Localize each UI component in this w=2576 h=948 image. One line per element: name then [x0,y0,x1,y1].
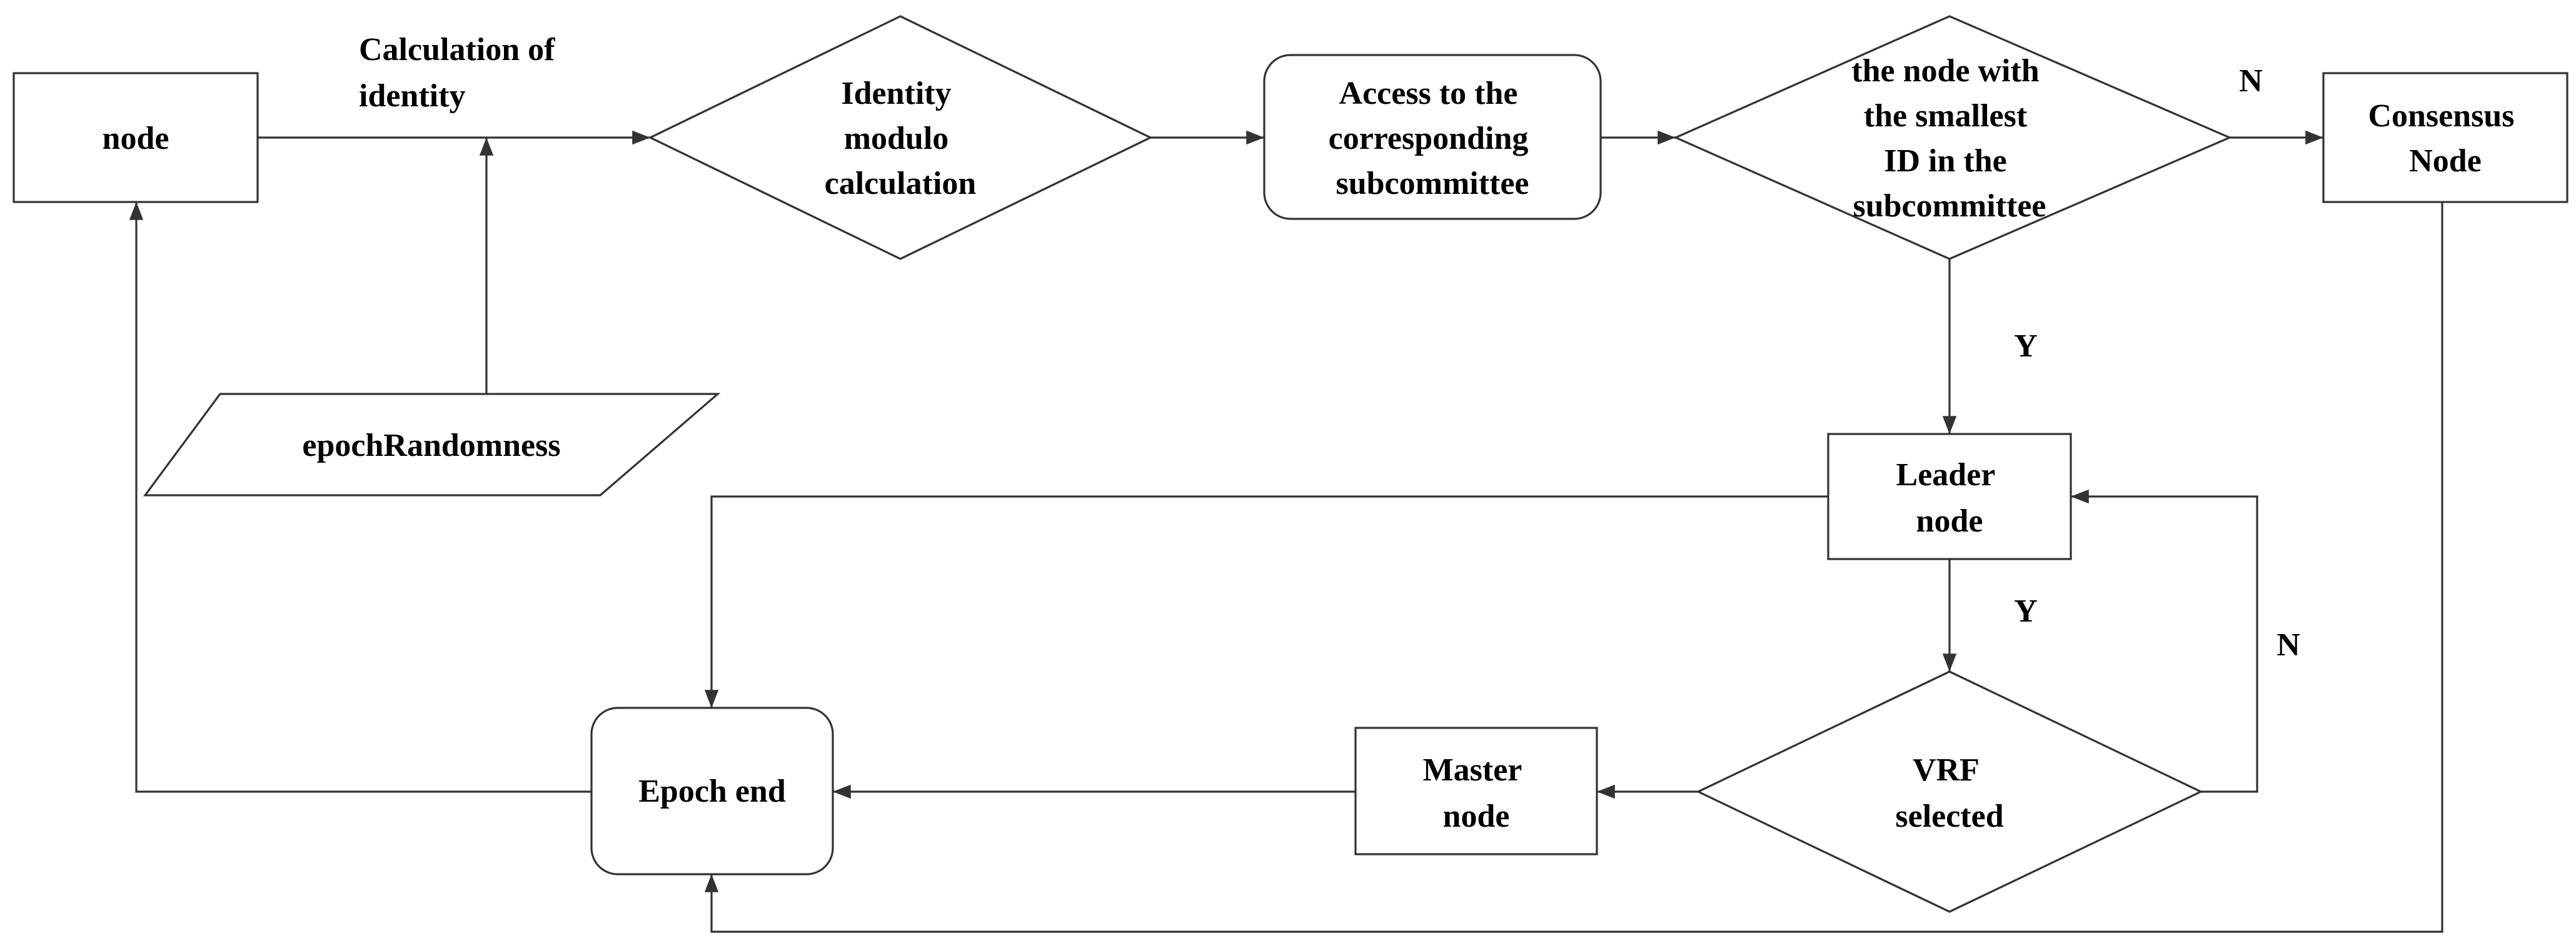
vrf-selected-line-2: selected [1895,799,2003,834]
leader-node-line-1: Leader [1896,457,1995,493]
edge-label-leader-yes: Y [2014,593,2038,629]
smallest-id-line-2: the smallest [1864,98,2028,134]
consensus-node-line-2: Node [2409,143,2482,179]
smallest-id-label: the node with the smallest ID in the sub… [1851,53,2047,224]
identity-modulo-label: Identity modulo calculation [825,76,977,201]
node-box [13,72,259,203]
calculation-of-identity-line-1: Calculation of [359,32,555,68]
access-subcommittee-line-2: corresponding [1329,121,1529,156]
edge-epoch-end-to-node [129,202,591,793]
calculation-of-identity-label: Calculation of identity [359,32,563,114]
calculation-of-identity-line-2: identity [359,78,465,114]
edge-label-smallest-no: N [2239,63,2263,99]
master-node-line-2: node [1443,799,1510,834]
master-node-box [1354,727,1598,855]
access-subcommittee-label: Access to the corresponding subcommittee [1329,76,1537,201]
vrf-selected-line-1: VRF [1913,752,1978,788]
edge-consensus-to-epoch-end [704,202,2443,933]
master-node-line-1: Master [1423,752,1522,788]
epoch-randomness-parallelogram [143,393,721,497]
epoch-randomness-label: epochRandomness [302,428,560,463]
consensus-node-box [2322,72,2568,203]
identity-modulo-diamond [648,15,1153,260]
edge-label-vrf-no: N [2277,627,2300,663]
identity-modulo-line-2: modulo [844,121,949,156]
access-subcommittee-line-1: Access to the [1339,76,1518,111]
smallest-id-line-4: subcommittee [1853,188,2046,224]
edge-leader-to-epoch-end [704,495,1828,708]
identity-modulo-line-3: calculation [825,166,977,201]
master-node-label: Master node [1423,752,1530,834]
leader-node-line-2: node [1916,503,1983,539]
access-subcommittee-line-3: subcommittee [1336,166,1529,201]
smallest-id-line-1: the node with [1851,53,2040,89]
edge-vrf-no-back-to-leader [2071,489,2258,793]
leader-node-label: Leader node [1896,457,2003,539]
vrf-selected-diamond [1696,670,2203,913]
edge-label-smallest-yes: Y [2014,328,2038,364]
epoch-end-label: Epoch end [638,774,786,809]
consensus-node-label: Consensus Node [2368,98,2522,179]
vrf-selected-label: VRF selected [1895,752,2003,834]
smallest-id-line-3: ID in the [1884,143,2006,179]
identity-modulo-line-1: Identity [841,76,951,111]
leader-node-box [1827,433,2072,560]
consensus-node-line-1: Consensus [2368,98,2514,134]
node-label: node [103,121,169,156]
